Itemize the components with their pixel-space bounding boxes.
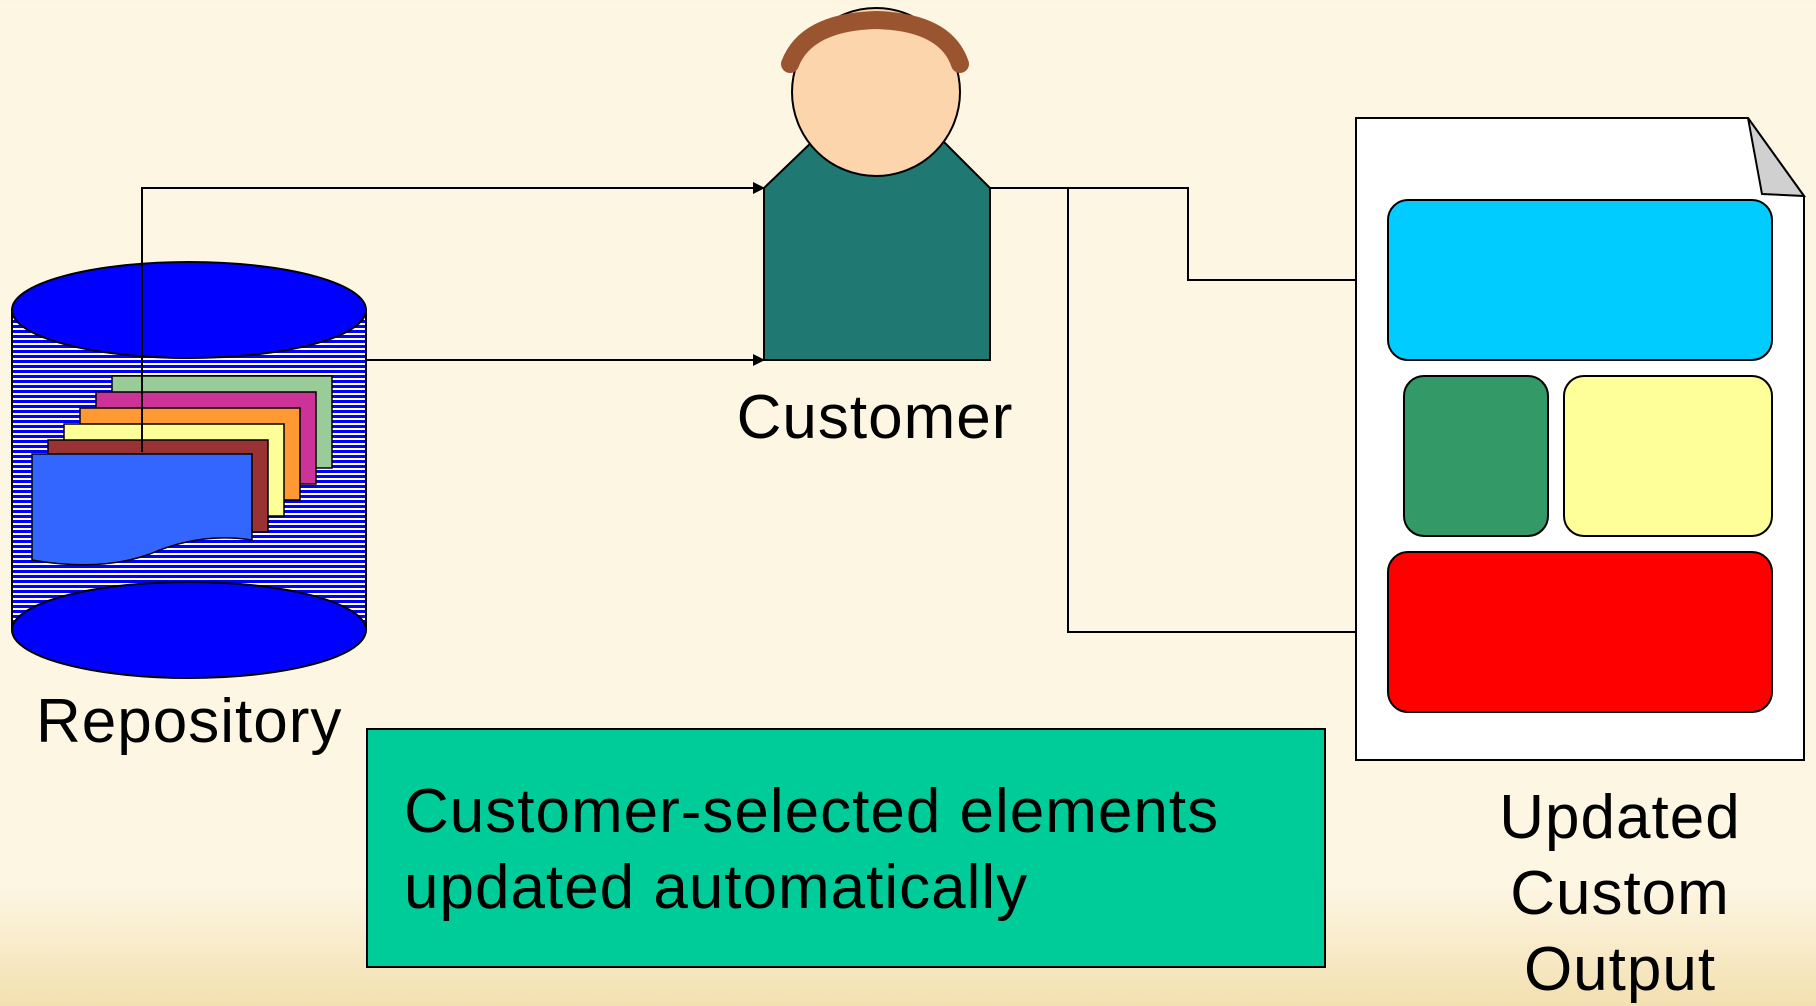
output-label-line: Output (1523, 935, 1717, 1004)
repository-label: Repository (36, 687, 343, 756)
note-box: Customer-selected elements updated autom… (366, 728, 1326, 968)
customer-label: Customer (736, 383, 1014, 452)
output-label-line: Custom (1510, 859, 1730, 928)
note-line: updated automatically (404, 853, 1029, 922)
output-label: Updated Custom Output (1430, 780, 1810, 1006)
note-line: Customer-selected elements (404, 777, 1220, 846)
output-block-left (1403, 375, 1549, 537)
connector-customer-to-output (990, 187, 1389, 638)
output-document-icon (1355, 117, 1807, 761)
connector-repository-to-customer (141, 182, 765, 452)
output-block-top (1387, 199, 1773, 361)
output-label-line: Updated (1499, 783, 1741, 852)
repository-cylinder-icon (11, 261, 367, 679)
output-block-bottom (1387, 551, 1773, 713)
customer-person-icon (763, 7, 991, 361)
stacked-documents-icon (31, 375, 333, 566)
output-block-right (1563, 375, 1773, 537)
